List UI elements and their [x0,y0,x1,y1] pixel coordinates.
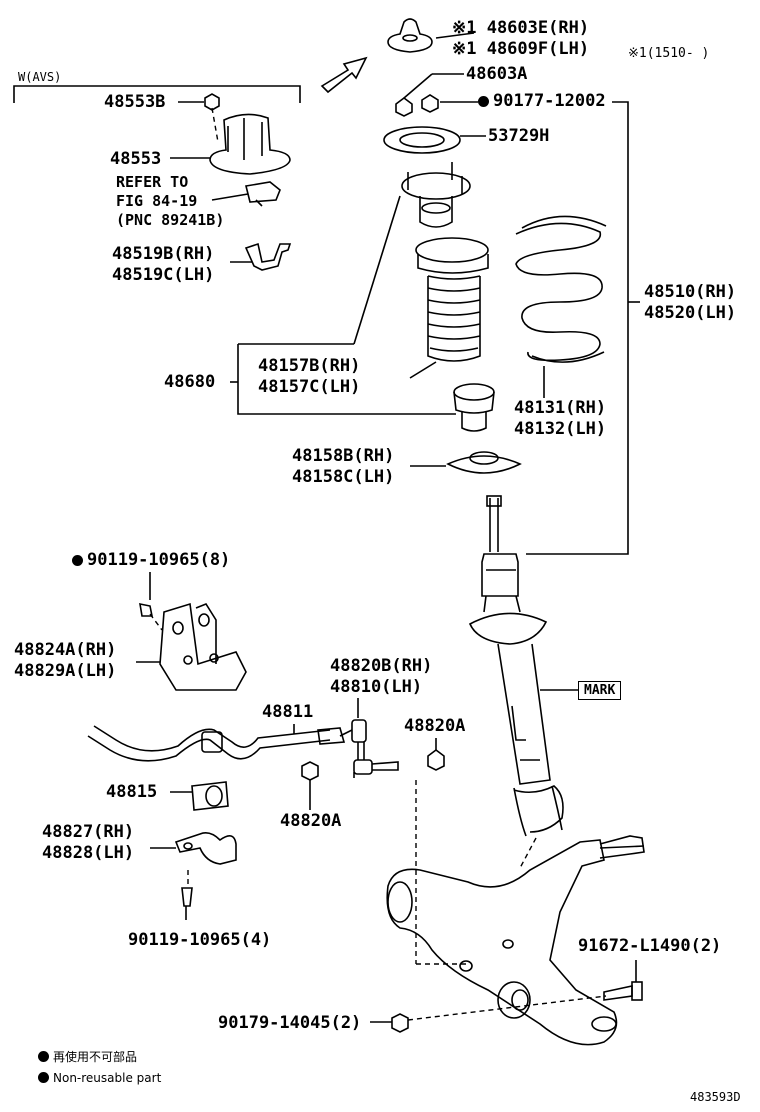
non-reusable-dot-icon [72,555,83,566]
bushing-bracket-drawing [150,832,237,920]
label-48158c: 48158C(LH) [292,467,395,487]
label-48519b: 48519B(RH) [112,244,215,264]
stabilizer-bracket-drawing [136,602,247,691]
label-48603a: 48603A [466,64,528,84]
shock-absorber-drawing [468,495,578,837]
upper-support-drawing [353,162,471,345]
label-48824a: 48824A(RH) [14,640,117,660]
nut-48603a-drawing [395,73,464,117]
nut-48820a-lower-drawing [301,761,319,810]
label-53729h: 53729H [488,126,550,146]
bumper-drawing [230,343,495,432]
strut-mount-48553-drawing [170,93,291,175]
label-48603e: ※1 48603E(RH) [452,18,590,38]
lower-seat-drawing [410,451,522,474]
label-48827: 48827(RH) [42,822,135,842]
label-48810: 48810(LH) [330,677,423,697]
clip-48519-drawing [230,242,292,271]
label-91672: 91672-L1490(2) [578,936,722,956]
bellow-drawing [409,237,489,379]
assembly-bracket-line [526,101,629,555]
label-90177: 90177-12002 [478,91,606,111]
label-48157b: 48157B(RH) [258,356,361,376]
avs-bracket-line [13,85,301,103]
label-48820b: 48820B(RH) [330,656,433,676]
nut-48820a-upper-drawing [427,738,445,771]
refer-fig-text: FIG 84-19 [116,192,198,210]
refer-to-text: REFER TO [116,173,189,191]
legend-en: Non-reusable part [38,1071,161,1086]
label-48820a-upper: 48820A [404,716,466,736]
label-90179: 90179-14045(2) [218,1013,362,1033]
connector-drawing [211,181,281,207]
nut-90177-drawing [421,94,478,113]
bushing-48815-drawing [170,781,229,811]
upper-cap-drawing [387,18,475,53]
direction-arrow [320,56,368,94]
stabilizer-link-drawing [339,698,399,778]
mark-box: MARK [578,681,622,700]
legend-jp: 再使用不可部品 [38,1050,137,1065]
label-48157c: 48157C(LH) [258,377,361,397]
label-48829a: 48829A(LH) [14,661,117,681]
non-reusable-dot-icon [38,1051,49,1062]
label-48519c: 48519C(LH) [112,265,215,285]
label-48553: 48553 [110,149,162,169]
nut-90179-drawing [370,1013,409,1033]
plate-53729h-drawing [383,126,486,154]
label-48815: 48815 [106,782,158,802]
non-reusable-dot-icon [38,1072,49,1083]
label-48510: 48510(RH) [644,282,737,302]
label-90119-8: 90119-10965(8) [72,550,230,570]
label-48131: 48131(RH) [514,398,607,418]
label-48553b: 48553B [104,92,166,112]
refer-pnc-text: (PNC 89241B) [116,211,225,229]
label-48828: 48828(LH) [42,843,135,863]
coil-spring-drawing [515,215,607,398]
label-48680: 48680 [164,372,216,392]
label-48811: 48811 [262,702,314,722]
note-mark: ※1(1510- ) [628,46,710,61]
label-48609f: ※1 48609F(LH) [452,39,590,59]
label-48158b: 48158B(RH) [292,446,395,466]
label-48820a-lower: 48820A [280,811,342,831]
bolt-91672-drawing [603,966,643,1001]
label-48132: 48132(LH) [514,419,607,439]
lower-arm-drawing [386,835,645,1046]
non-reusable-dot-icon [478,96,489,107]
stabilizer-bar-drawing [87,724,346,762]
label-90119-4: 90119-10965(4) [128,930,272,950]
avs-label: W(AVS) [18,70,62,84]
diagram-id: 483593D [690,1090,741,1104]
label-48520: 48520(LH) [644,303,737,323]
